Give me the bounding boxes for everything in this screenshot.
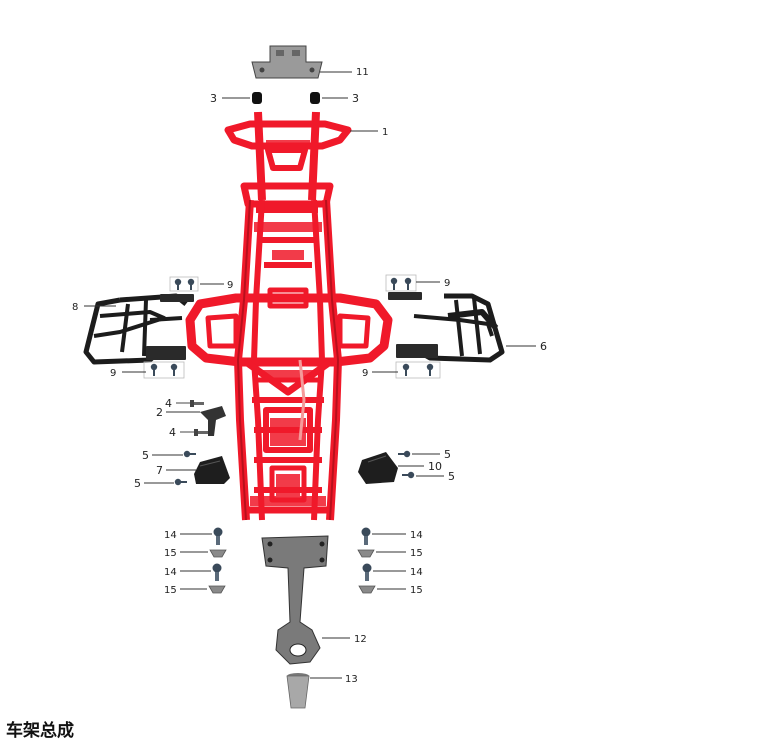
callout-9-upper-right: 9: [444, 278, 450, 289]
callout-5-right-lower: 5: [448, 470, 455, 483]
part-12-hitch-bracket: [261, 535, 329, 665]
part-14-bolt-left-1: [213, 527, 223, 545]
callout-9-lower-right: 9: [362, 368, 368, 379]
part-14-bolt-right-2: [362, 563, 372, 581]
callout-15-right-1: 15: [410, 548, 423, 559]
part-9-bolt-pair-lower-right: [395, 361, 441, 379]
callout-7: 7: [156, 464, 163, 477]
callout-5-left-upper: 5: [142, 449, 149, 462]
part-4-bolt-lower: [194, 429, 208, 436]
callout-4-lower: 4: [169, 426, 176, 439]
callout-8: 8: [72, 302, 78, 313]
callout-15-left-1: 15: [164, 548, 177, 559]
fastener-stack-left: [208, 527, 227, 594]
diagram-title: 车架总成: [6, 721, 74, 741]
callout-6: 6: [540, 340, 547, 353]
frame-accents: [236, 199, 340, 521]
callout-14-left-2: 14: [164, 567, 177, 578]
fastener-stack-right: [357, 527, 376, 594]
callout-3-right: 3: [352, 92, 359, 105]
callout-15-left-2: 15: [164, 585, 177, 596]
part-15-nut-right-1: [357, 549, 375, 558]
part-15-nut-left-1: [209, 549, 227, 558]
part-2-hook-bracket: [200, 406, 226, 436]
callout-5-right-upper: 5: [444, 448, 451, 461]
callout-12: 12: [354, 634, 367, 645]
callout-9-lower-left: 9: [110, 368, 116, 379]
part-11-top-bracket: [251, 45, 323, 79]
callout-15-right-2: 15: [410, 585, 423, 596]
callout-14-left-1: 14: [164, 530, 177, 541]
callout-1: 1: [382, 127, 388, 138]
callout-11: 11: [356, 67, 369, 78]
callout-10: 10: [428, 460, 442, 473]
part-5-bolt-right-upper: [398, 450, 411, 458]
callout-13: 13: [345, 674, 358, 685]
part-3-rubber-cap-left: [252, 92, 262, 104]
callout-4-upper: 4: [165, 397, 172, 410]
part-5-bolt-right-lower: [402, 471, 415, 479]
part-4-bolt-upper: [190, 400, 204, 407]
right-rack-brackets: [388, 292, 438, 358]
left-rack-brackets: [146, 294, 194, 360]
part-15-nut-left-2: [208, 585, 226, 594]
callout-14-right-2: 14: [410, 567, 423, 578]
part-13-sleeve: [286, 673, 310, 709]
part-10-right-guard: [358, 452, 398, 484]
part-5-bolt-left-upper: [183, 450, 196, 458]
callout-3-left: 3: [210, 92, 217, 105]
part-7-left-guard: [194, 456, 230, 484]
callout-labels: 11 3 3 1 9 9 8 6 9 9 4 2 4 5 7 5 5 10 5 …: [72, 67, 547, 685]
callout-14-right-1: 14: [410, 530, 423, 541]
callout-5-left-lower: 5: [134, 477, 141, 490]
part-9-bolt-pair-upper-right: [385, 274, 417, 292]
callout-2: 2: [156, 406, 163, 419]
part-15-nut-right-2: [358, 585, 376, 594]
callout-9-upper-left: 9: [227, 280, 233, 291]
part-5-bolt-left-lower: [174, 478, 187, 486]
part-3-rubber-cap-right: [310, 92, 320, 104]
part-9-bolt-pair-lower-left: [143, 361, 185, 379]
part-9-bolt-pair-upper-left: [169, 276, 199, 292]
part-14-bolt-right-1: [361, 527, 371, 545]
leader-lines: [84, 71, 536, 679]
part-14-bolt-left-2: [212, 563, 222, 581]
